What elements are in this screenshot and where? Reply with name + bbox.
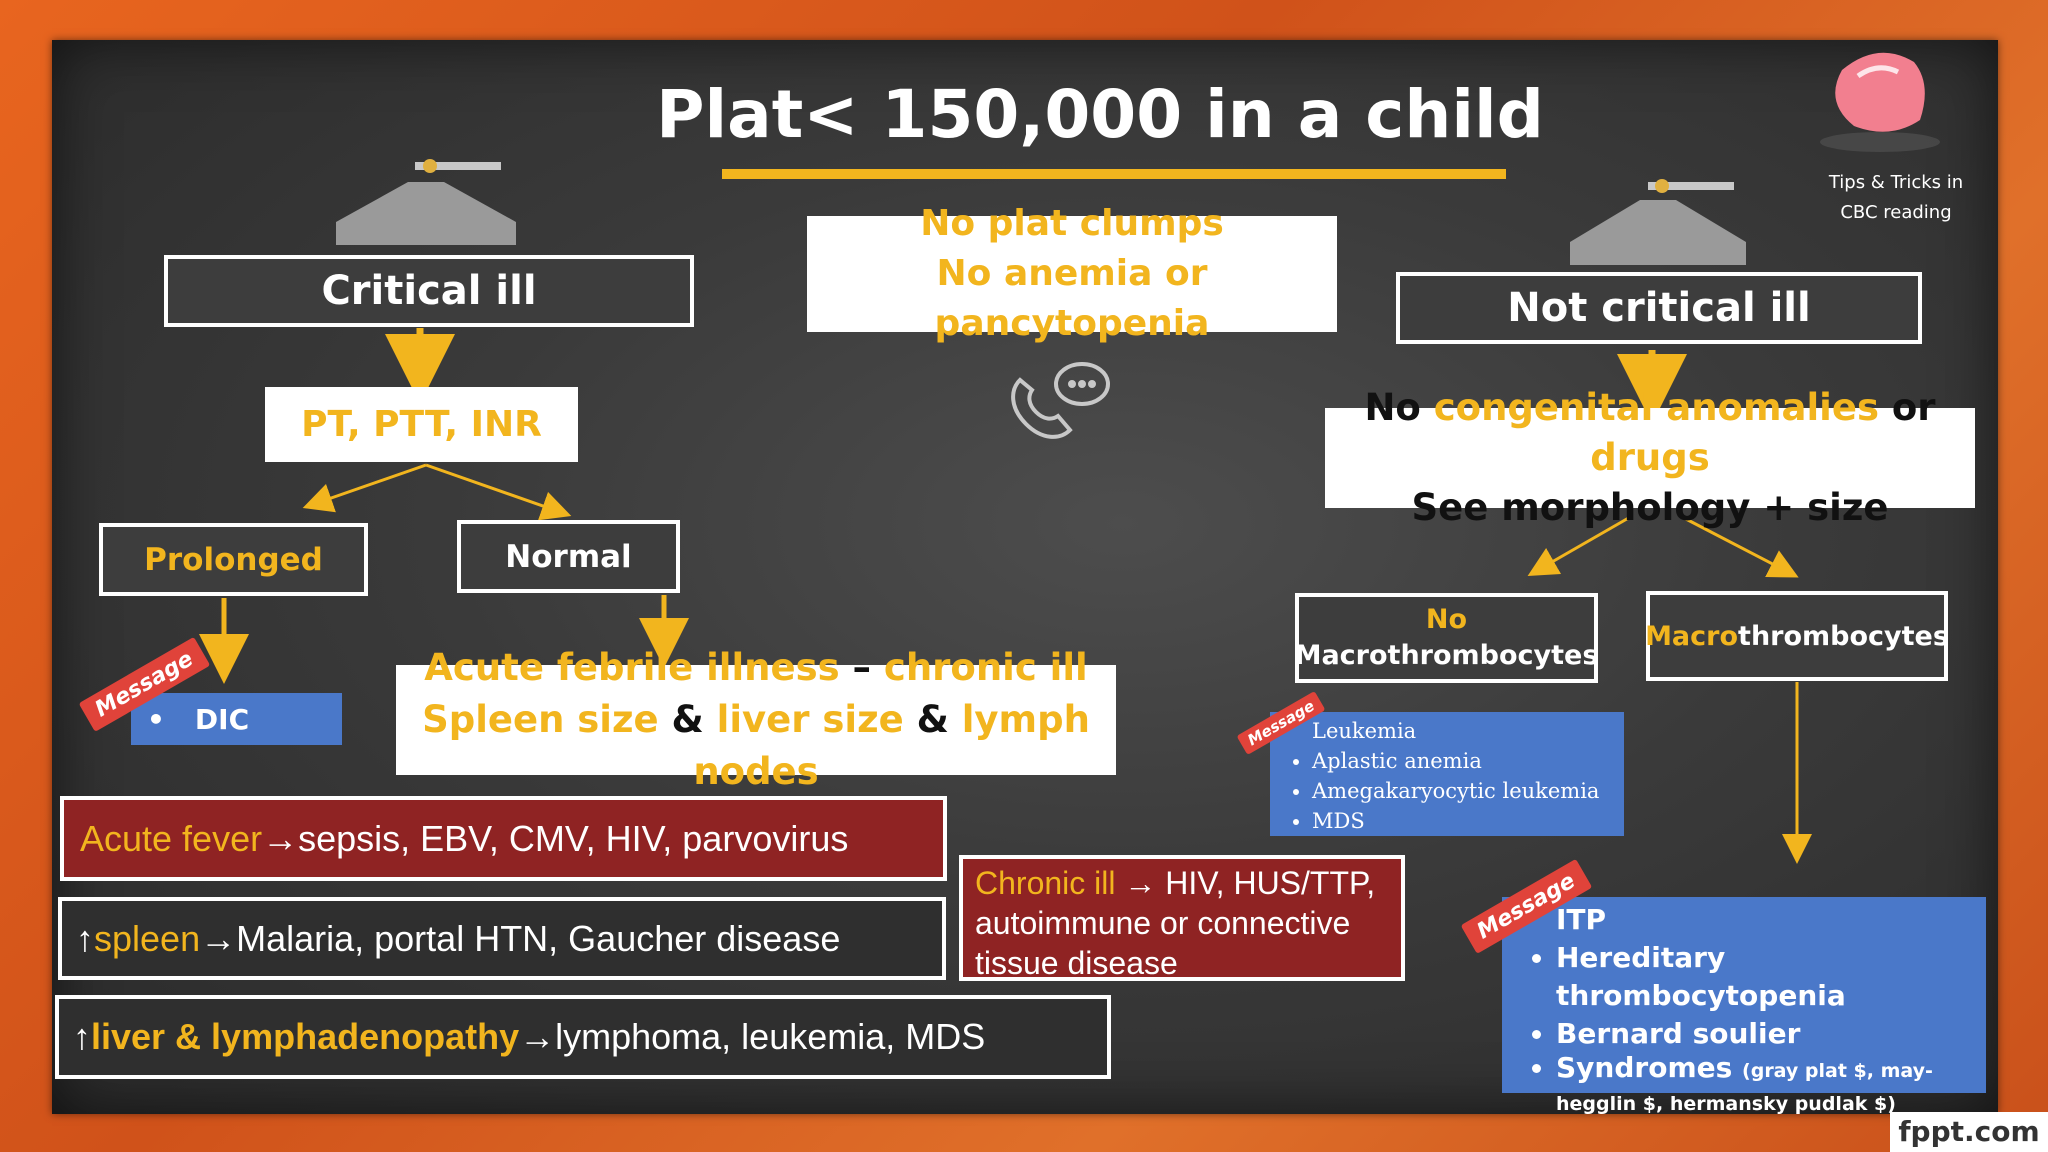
prolonged-box: Prolonged xyxy=(99,523,368,596)
lamp-head-right xyxy=(1655,179,1669,193)
liver-causes: lymphoma, leukemia, MDS xyxy=(555,1016,986,1057)
spotlight-right xyxy=(1570,200,1746,265)
lamp-head-left xyxy=(423,159,437,173)
no-macro-item-1: Aplastic anemia xyxy=(1312,746,1624,776)
chronic-causes: HIV, HUS/TTP, autoimmune or connective t… xyxy=(975,865,1376,981)
morph-no: No xyxy=(1364,386,1434,429)
logo-line2: CBC reading xyxy=(1840,202,1952,223)
dic-item: DIC xyxy=(194,702,250,736)
febrile-line1: Acute febrile illness – chronic ill xyxy=(424,642,1087,694)
morph-line1: No congenital anomalies or drugs xyxy=(1325,383,1975,483)
liver-up-icon: ↑ xyxy=(73,1016,91,1057)
syndromes-detail: (gray plat $, may-hegglin $, hermansky p… xyxy=(1556,1060,1933,1115)
logo-caption: Tips & Tricks in CBC reading xyxy=(1796,168,1996,228)
no-macro-no: No xyxy=(1425,604,1468,635)
macro-list: ITP Hereditary thrombocytopenia Bernard … xyxy=(1502,897,1986,1115)
spleen-causes: Malaria, portal HTN, Gaucher disease xyxy=(236,917,841,959)
no-macro-item-0: Leukemia xyxy=(1312,719,1417,743)
febrile-box: Acute febrile illness – chronic ill Sple… xyxy=(396,646,1116,793)
chronic-key: Chronic ill xyxy=(975,865,1116,901)
febrile-amp2: & xyxy=(903,698,962,741)
title-underline xyxy=(722,169,1506,179)
dic-list: • DIC xyxy=(131,693,342,745)
morph-or: or xyxy=(1878,386,1936,429)
not-critical-ill-box: Not critical ill xyxy=(1396,272,1922,344)
logo-drop-icon xyxy=(1835,52,1925,132)
normal-box: Normal xyxy=(457,520,680,593)
liver-box: ↑ liver & lymphadenopathy → lymphoma, le… xyxy=(55,995,1111,1079)
chronic-ill-box: Chronic ill → HIV, HUS/TTP, autoimmune o… xyxy=(959,855,1405,981)
acute-fever-causes: sepsis, EBV, CMV, HIV, parvovirus xyxy=(298,817,849,859)
fppt-watermark: fppt.com xyxy=(1890,1112,2048,1152)
lamp-left xyxy=(415,162,501,170)
arrow-coag-to-normal xyxy=(425,463,572,521)
no-macro-list: Leukemia Aplastic anemia Amegakaryocytic… xyxy=(1270,712,1624,836)
liver-arrow: → xyxy=(519,1016,556,1057)
page-title: Plat< 150,000 in a child xyxy=(656,76,1544,153)
morphology-box: No congenital anomalies or drugs See mor… xyxy=(1325,386,1975,529)
spleen-up-icon: ↑ xyxy=(76,917,94,959)
macro-prefix: Macro xyxy=(1645,620,1739,652)
no-macro-label: Macrothrombocytes xyxy=(1294,640,1599,671)
febrile-liver: liver size xyxy=(716,698,904,741)
acute-fever-box: Acute fever → sepsis, EBV, CMV, HIV, par… xyxy=(60,796,947,881)
no-macro-item-2: Amegakaryocytic leukemia xyxy=(1312,776,1624,806)
morph-congenital: congenital anomalies xyxy=(1433,386,1879,429)
chronic-arrow: → xyxy=(1115,865,1166,901)
morph-drugs: drugs xyxy=(1590,436,1710,479)
dic-bullet-icon: • xyxy=(147,702,165,736)
arrow-coag-to-prolonged xyxy=(302,463,427,513)
macro-item-syndromes: Syndromes (gray plat $, may-hegglin $, h… xyxy=(1556,1053,1986,1119)
no-clumps-box: No plat clumps No anemia or pancytopenia xyxy=(807,203,1337,344)
liver-key: liver & lymphadenopathy xyxy=(91,1016,520,1057)
febrile-amp1: & xyxy=(658,698,717,741)
no-clumps-line1: No plat clumps xyxy=(920,203,1224,244)
logo-shadow xyxy=(1820,132,1940,152)
macro-item-1: Bernard soulier xyxy=(1556,1015,1986,1053)
lamp-right xyxy=(1648,182,1734,190)
morph-line2: See morphology + size xyxy=(1411,486,1889,529)
macro-item-0: Hereditary thrombocytopenia xyxy=(1556,939,1986,1015)
macro-suffix: thrombocytes xyxy=(1738,620,1949,652)
no-macro-item-3: MDS xyxy=(1312,806,1624,836)
febrile-spleen: Spleen size xyxy=(422,698,659,741)
coag-box: PT, PTT, INR xyxy=(265,387,578,462)
febrile-line2: Spleen size & liver size & lymph nodes xyxy=(396,694,1116,798)
logo-line1: Tips & Tricks in xyxy=(1828,172,1964,193)
critical-ill-box: Critical ill xyxy=(164,255,694,327)
febrile-lymph: lymph nodes xyxy=(693,698,1090,793)
febrile-acute: Acute febrile illness xyxy=(424,646,840,689)
febrile-dash: – xyxy=(839,646,884,689)
arrow-morph-to-macro xyxy=(1683,516,1799,578)
spleen-arrow: → xyxy=(200,917,237,959)
spotlight-left xyxy=(336,182,516,245)
syndromes-label: Syndromes xyxy=(1556,1051,1733,1084)
spleen-key: spleen xyxy=(94,917,201,959)
febrile-chronic: chronic ill xyxy=(883,646,1088,689)
no-macro-box: No Macrothrombocytes xyxy=(1295,593,1598,683)
no-clumps-line2: No anemia or pancytopenia xyxy=(934,253,1210,344)
spleen-box: ↑ spleen → Malaria, portal HTN, Gaucher … xyxy=(58,897,946,980)
macro-item-itp: ITP xyxy=(1556,903,1607,936)
acute-fever-arrow: → xyxy=(262,817,299,859)
acute-fever-key: Acute fever xyxy=(80,817,263,859)
phone-chat-icon xyxy=(1011,362,1110,439)
arrow-morph-to-nomacro xyxy=(1527,514,1633,576)
